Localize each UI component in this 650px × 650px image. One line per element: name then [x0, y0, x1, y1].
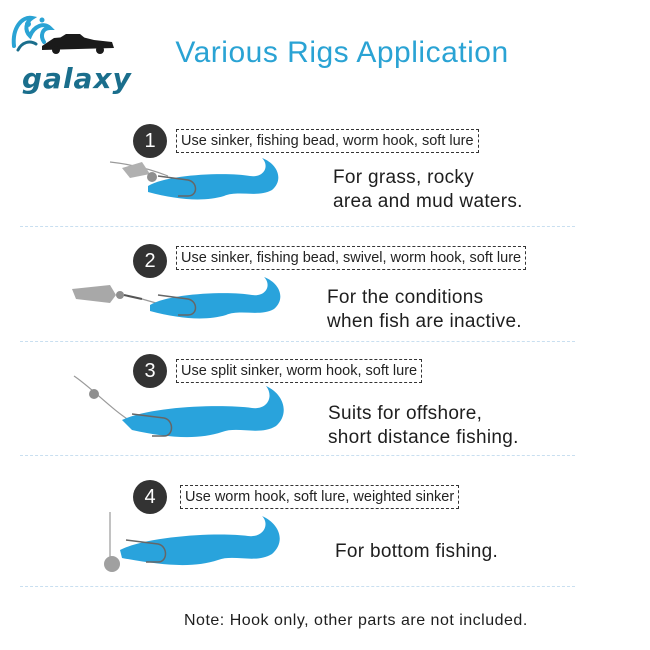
parts-list: Use sinker, fishing bead, swivel, worm h… — [176, 246, 527, 270]
section-divider — [20, 341, 575, 342]
section-divider — [20, 586, 575, 587]
rig-section-4: 4 Use worm hook, soft lure, weighted sin… — [0, 480, 650, 592]
parts-list: Use split sinker, worm hook, soft lure — [176, 359, 423, 383]
step-number-badge: 4 — [133, 480, 167, 514]
desc-line-2: short distance fishing. — [328, 427, 519, 448]
note-text: Note: Hook only, other parts are not inc… — [184, 612, 528, 629]
rig-description: For the conditions when fish are inactiv… — [327, 286, 522, 334]
desc-line-1: For grass, rocky — [333, 167, 474, 188]
carolina-rig-icon — [72, 277, 281, 319]
split-shot-rig-icon — [73, 375, 284, 438]
rig-section-2: 2 Use sinker, fishing bead, swivel, worm… — [0, 241, 650, 353]
desc-line-2: area and mud waters. — [333, 191, 523, 212]
rig-section-3: 3 Use split sinker, worm hook, soft lure… — [0, 354, 650, 466]
desc-line-1: Suits for offshore, — [328, 403, 483, 424]
step-number-badge: 1 — [133, 124, 167, 158]
step-number-badge: 3 — [133, 354, 167, 388]
brand-logo: galaxy — [8, 6, 131, 96]
wave-car-icon — [11, 15, 114, 54]
rig-section-1: 1 Use sinker, fishing bead, worm hook, s… — [0, 122, 650, 234]
rig-description: For grass, rocky area and mud waters. — [333, 166, 523, 214]
parts-list: Use worm hook, soft lure, weighted sinke… — [180, 485, 460, 509]
logo-text: galaxy — [22, 62, 132, 95]
page-title: Various Rigs Application — [175, 36, 509, 69]
desc-line-1: For the conditions — [327, 287, 484, 308]
step-number-badge: 2 — [133, 244, 167, 278]
desc-line-1: For bottom fishing. — [335, 541, 499, 562]
rig-description: For bottom fishing. — [335, 540, 498, 564]
parts-list: Use sinker, fishing bead, worm hook, sof… — [176, 129, 479, 153]
section-divider — [20, 226, 575, 227]
rig-description: Suits for offshore, short distance fishi… — [328, 402, 519, 450]
texas-rig-icon — [109, 158, 279, 200]
section-divider — [20, 455, 575, 456]
desc-line-2: when fish are inactive. — [327, 311, 522, 332]
drop-shot-rig-icon — [104, 512, 280, 572]
